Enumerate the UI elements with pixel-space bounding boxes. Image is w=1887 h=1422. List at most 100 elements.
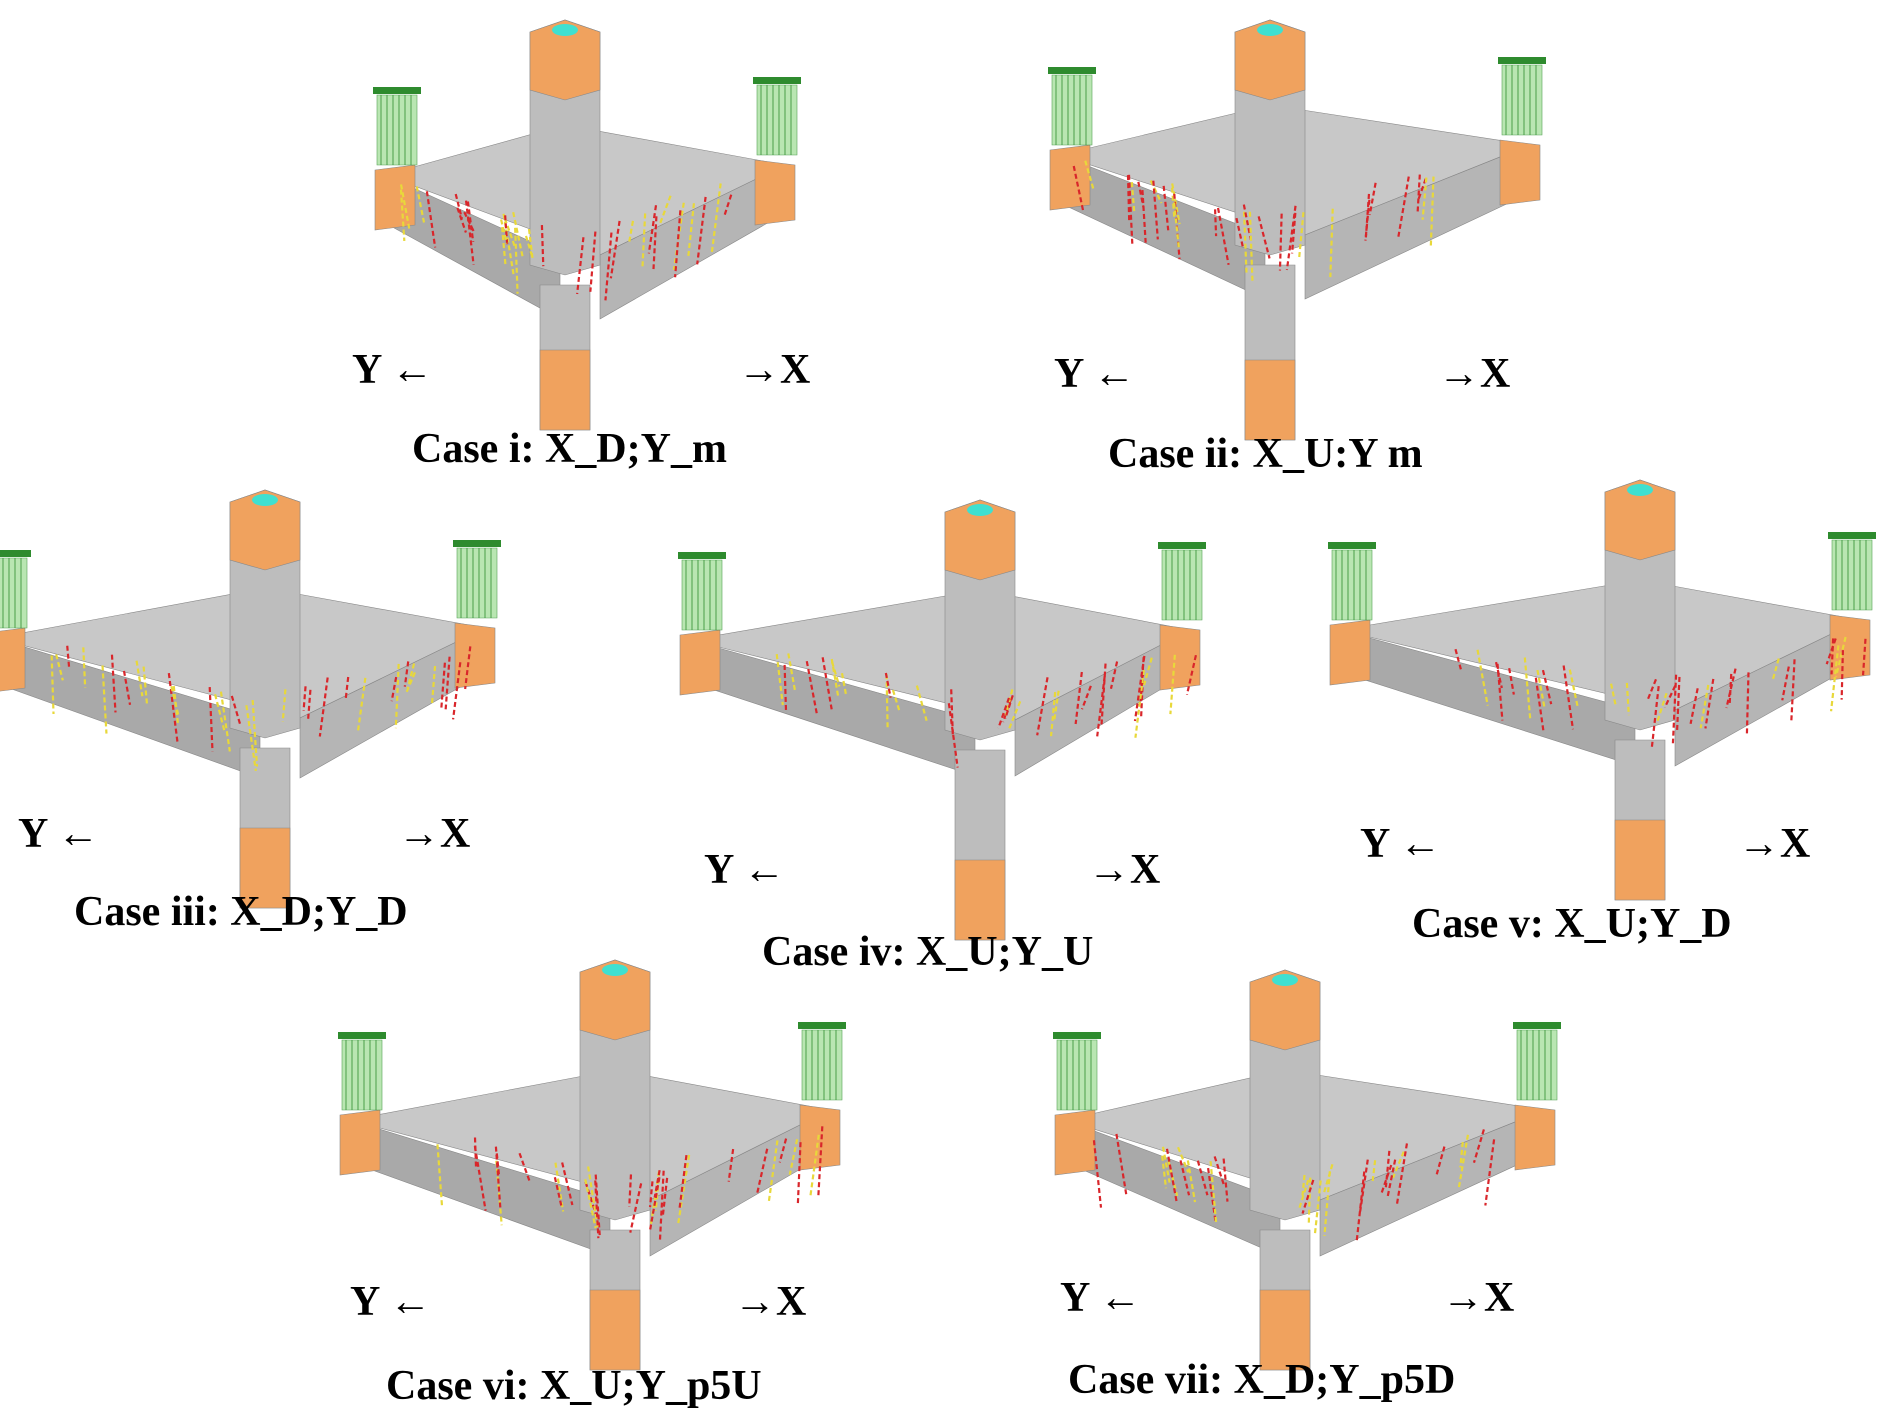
crack-line	[55, 654, 64, 681]
crack-line	[318, 677, 329, 737]
y-axis-label: Y ←	[1360, 821, 1442, 867]
crack-line	[787, 653, 797, 694]
crack-line	[1429, 176, 1435, 247]
crack-line	[727, 1148, 735, 1182]
crack-line	[1301, 1174, 1306, 1196]
support-frame-left	[1048, 67, 1096, 146]
support-frame-cap	[338, 1032, 386, 1039]
load-plate	[552, 24, 578, 36]
crack-line	[1297, 1179, 1310, 1211]
crack-line	[687, 203, 696, 258]
crack-line	[456, 207, 467, 233]
support-frame-cap	[1328, 542, 1376, 549]
crack-line	[821, 657, 833, 710]
load-plate	[1257, 24, 1283, 36]
crack-line	[503, 218, 516, 248]
crack-line	[1355, 1171, 1366, 1241]
crack-line	[1368, 182, 1377, 216]
crack-line	[514, 227, 519, 294]
y-axis-label: Y ←	[1054, 351, 1136, 397]
crack-line	[66, 645, 71, 668]
crack-line	[1395, 1143, 1409, 1205]
crack-line	[589, 231, 597, 292]
x-axis-label: →X	[1442, 1275, 1515, 1321]
upper-column-cap	[1234, 19, 1306, 101]
support-frame-cap	[0, 550, 31, 557]
crack-line	[1484, 1139, 1496, 1206]
x-axis-label: →X	[1738, 821, 1811, 867]
crack-line	[1084, 160, 1095, 189]
crack-line	[230, 695, 242, 726]
crack-line	[1139, 657, 1145, 702]
crack-line	[809, 1134, 820, 1197]
crack-line	[1161, 1146, 1171, 1183]
crack-line	[1391, 1151, 1405, 1179]
slab-column-model	[0, 489, 501, 909]
crack-line	[1829, 645, 1840, 712]
crack-line	[436, 1144, 444, 1208]
crack-line	[500, 227, 507, 267]
y-axis-label: Y ←	[1060, 1275, 1142, 1321]
support-frame-right	[1498, 57, 1546, 136]
corner-pad-right	[1159, 624, 1201, 691]
crack-line	[403, 661, 410, 687]
crack-line	[1313, 1180, 1322, 1235]
crack-line	[1825, 638, 1837, 665]
case-caption: Case iii: X_D;Y_D	[74, 889, 408, 935]
crack-line	[302, 686, 307, 711]
crack-line	[213, 694, 226, 732]
crack-line	[1384, 1150, 1391, 1188]
corner-pad-left	[1049, 144, 1091, 211]
crack-line	[1380, 1164, 1393, 1195]
support-frame-cap	[1158, 542, 1206, 549]
support-frame-cap	[678, 552, 726, 559]
crack-line	[1257, 216, 1271, 259]
crack-line	[1222, 1158, 1229, 1202]
crack-line	[584, 1181, 598, 1217]
crack-line	[473, 1145, 487, 1211]
support-frame-left	[373, 87, 421, 166]
corner-pad-right	[799, 1104, 841, 1171]
crack-line	[1152, 180, 1159, 240]
crack-line	[135, 660, 144, 697]
crack-pattern	[50, 645, 472, 772]
crack-line	[778, 1138, 788, 1163]
crack-line	[1364, 199, 1371, 241]
crack-line	[561, 1162, 574, 1206]
crack-line	[1781, 666, 1790, 701]
load-plate	[1627, 484, 1653, 496]
crack-line	[677, 1154, 691, 1224]
crack-line	[767, 1140, 779, 1202]
crack-line	[1096, 676, 1106, 737]
crack-line	[463, 211, 476, 234]
crack-line	[1213, 209, 1218, 237]
crack-pattern	[436, 1126, 824, 1241]
crack-line	[1242, 211, 1248, 274]
crack-line	[1115, 1133, 1128, 1198]
crack-line	[1675, 676, 1681, 732]
corner-pad-right	[754, 159, 796, 226]
x-axis-label: →X	[398, 811, 471, 857]
crack-line	[1127, 174, 1134, 245]
crack-line	[1004, 694, 1014, 719]
support-frame-body	[0, 557, 28, 629]
crack-line	[1689, 688, 1699, 725]
load-plate	[1272, 974, 1298, 986]
crack-line	[110, 654, 117, 713]
case-caption: Case ii: X_U:Y m	[1108, 431, 1423, 477]
support-frame-right	[753, 77, 801, 156]
lower-column-cap	[1614, 819, 1666, 901]
crack-line	[1523, 657, 1532, 721]
crack-line	[1323, 1163, 1334, 1193]
crack-line	[1141, 189, 1147, 243]
panel-case-ii: Y ← →X Case ii: X_U:Y m	[1040, 0, 1570, 480]
crack-pattern	[775, 653, 1197, 768]
crack-line	[1137, 181, 1145, 208]
crack-line	[1541, 669, 1553, 705]
crack-line	[830, 661, 841, 687]
y-axis-label: Y ←	[18, 811, 100, 857]
crack-line	[1092, 1140, 1103, 1208]
crack-line	[1291, 212, 1297, 254]
crack-line	[696, 196, 707, 265]
crack-line	[1745, 672, 1750, 736]
